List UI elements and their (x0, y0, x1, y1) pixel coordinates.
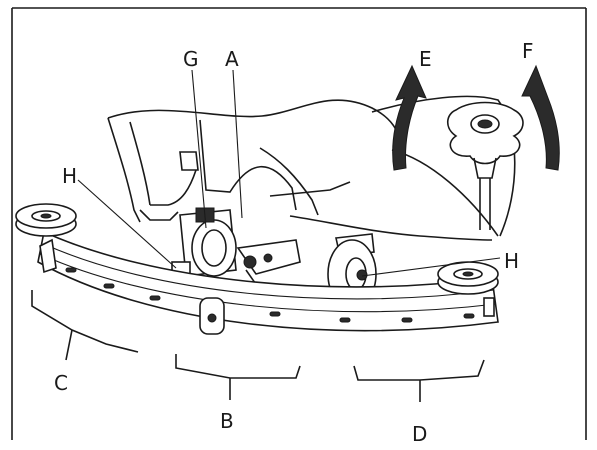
curved-arrow-counterclockwise-icon (392, 64, 427, 171)
label-d: D (412, 422, 427, 446)
label-h-left: H (62, 164, 77, 188)
label-e: E (419, 47, 432, 71)
blade-slots (65, 267, 475, 323)
label-a: A (225, 47, 239, 71)
squeegee-blade (37, 230, 499, 335)
label-b: B (220, 409, 234, 433)
bracket-b (175, 354, 301, 400)
leader-lines (77, 69, 501, 277)
label-g: G (183, 47, 199, 71)
frame (11, 7, 587, 440)
label-f: F (522, 39, 534, 63)
left-bumper-wheel (15, 203, 77, 237)
label-h-right: H (504, 249, 519, 273)
bracket-c (31, 290, 139, 361)
machine-body (107, 99, 493, 241)
label-c: C (54, 371, 68, 395)
bracket-d (353, 359, 485, 402)
curved-arrow-clockwise-icon (521, 64, 560, 171)
right-bumper-wheel (437, 261, 499, 295)
star-knob-icon (446, 101, 524, 230)
